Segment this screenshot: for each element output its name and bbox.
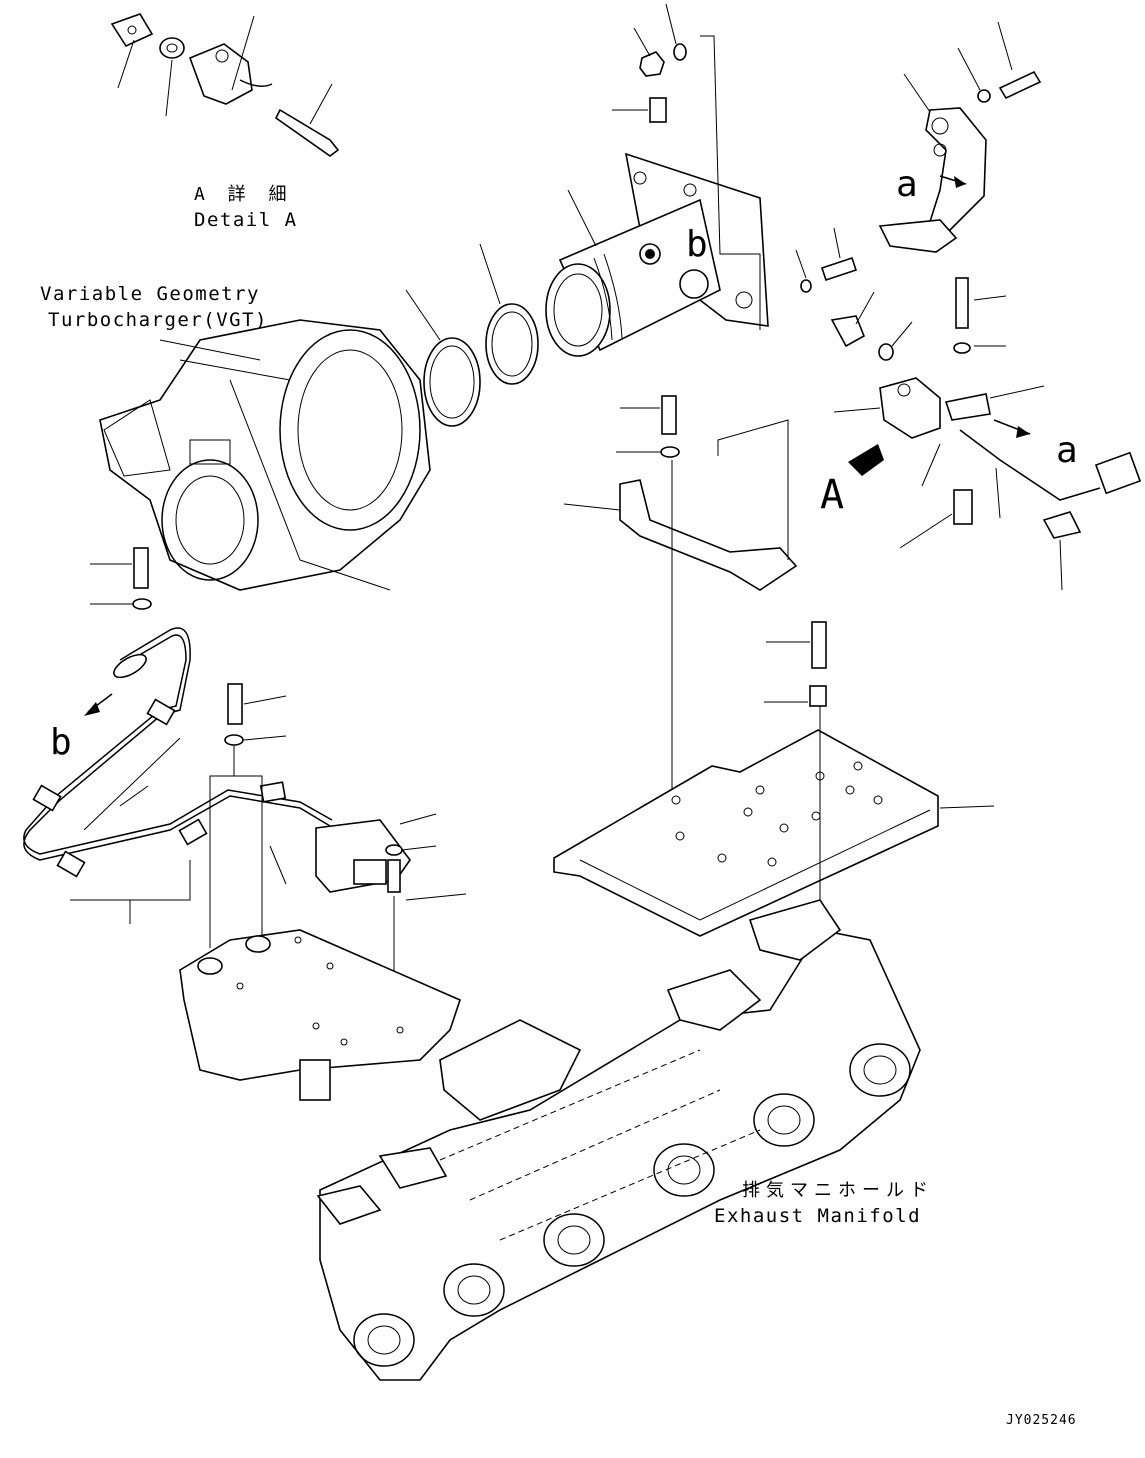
- bolt-right: [998, 70, 1042, 100]
- sensor-body-detail: [188, 43, 253, 105]
- bolt-vertical: [955, 277, 969, 329]
- bolt-connector: [387, 859, 401, 893]
- washer-mid-bracket: [660, 446, 680, 458]
- detail-a-jp-label: A 詳 細: [194, 184, 293, 205]
- ref-b-cylinder: b: [686, 224, 708, 265]
- ref-a-top: a: [896, 164, 918, 205]
- washer-mid: [878, 343, 894, 361]
- bracket-middle: [619, 479, 798, 591]
- bolt-flange: [820, 256, 858, 282]
- bolt-short: [649, 97, 667, 123]
- view-arrow-icon: [848, 444, 884, 476]
- seal-ring-1: [423, 337, 481, 427]
- gasket-plate: [110, 13, 154, 48]
- exhaust-jp-label: 排気マニホールド: [742, 1180, 934, 1201]
- bracket-upper: [878, 73, 987, 253]
- sensor-right: [833, 377, 1142, 591]
- clip: [878, 219, 958, 253]
- washer-harness-2: [224, 734, 244, 746]
- exhaust-en-label: Exhaust Manifold: [714, 1205, 921, 1227]
- washer-vertical: [953, 342, 971, 354]
- washer-connector: [385, 844, 403, 856]
- detail-a-group: [110, 13, 340, 157]
- wire-harness: [23, 627, 411, 893]
- bolt-plate: [811, 621, 827, 669]
- turbocharger: [99, 319, 431, 591]
- bolt-mid: [830, 315, 866, 348]
- bolt-detail: [274, 108, 340, 157]
- bolt-harness: [133, 547, 149, 589]
- spacer-plate: [809, 685, 827, 707]
- ref-a-right: a: [1056, 430, 1078, 471]
- vgt-label-line1: Variable Geometry: [40, 283, 260, 305]
- washer-harness: [132, 598, 152, 610]
- vgt-label-line2: Turbocharger(VGT): [48, 309, 268, 331]
- washer-small: [673, 43, 687, 61]
- lower-bracket: [179, 929, 461, 1101]
- nut: [639, 51, 665, 77]
- view-arrow-label: A: [820, 472, 844, 518]
- washer-flange: [800, 279, 812, 293]
- washer-right: [977, 89, 991, 103]
- drawing-code: JY025246: [1006, 1413, 1077, 1428]
- outlet-pipe-assembly: [545, 152, 769, 357]
- bolt-harness-2: [227, 683, 243, 725]
- bolt-mid-bracket: [661, 395, 677, 435]
- seal-ring-2: [485, 303, 539, 385]
- exhaust-manifold: [316, 899, 921, 1381]
- washer: [159, 37, 185, 59]
- ref-b-left: b: [50, 722, 72, 763]
- spacer: [953, 489, 973, 525]
- detail-a-en-label: Detail A: [194, 209, 298, 231]
- heat-shield-plate: [553, 729, 995, 937]
